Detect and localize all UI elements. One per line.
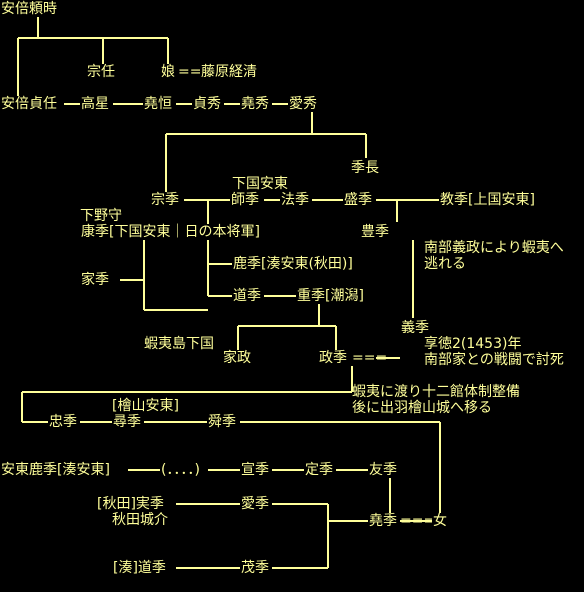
node-takahoshi: 高星 xyxy=(80,96,110,112)
node-shigesue2: 茂季 xyxy=(240,560,270,576)
annotation-hiyama: [檜山安東] xyxy=(112,398,179,414)
node-sadato: 安倍貞任 xyxy=(0,96,58,112)
node-iemasa: 家政 xyxy=(222,350,252,366)
annotation-akita-jo: 秋田城介 xyxy=(112,512,168,528)
node-norisue: 教季[上国安東] xyxy=(439,192,536,208)
node-musume: 娘 xyxy=(160,64,176,80)
node-shisue: 師季 xyxy=(230,192,260,208)
node-munesue: 宗季 xyxy=(150,192,180,208)
node-sadahide: 貞秀 xyxy=(192,96,222,112)
node-gyousue: 堯季 xyxy=(368,513,398,529)
node-shikasue: 鹿季[湊安東(秋田)] xyxy=(232,256,354,272)
node-aisue: 愛季 xyxy=(240,496,270,512)
node-shigesue: 重季[潮潟] xyxy=(296,288,365,304)
node-minato-michi: [湊]道季 xyxy=(112,560,167,576)
node-aishu: 愛秀 xyxy=(288,96,318,112)
node-michisue: 道季 xyxy=(232,288,262,304)
node-kousue: 豊季 xyxy=(360,224,390,240)
node-housue: 法季 xyxy=(280,192,310,208)
node-fujiwara: 藤原経清 xyxy=(200,64,258,80)
node-munetou: 宗任 xyxy=(86,64,116,80)
node-tomosue: 友季 xyxy=(368,462,398,478)
node-iesue: 家季 xyxy=(80,272,110,288)
node-sanesue: [秋田]実季 xyxy=(96,496,165,512)
node-tadasue: 忠季 xyxy=(48,414,78,430)
node-toyosue: 康季[下国安東｜日の本将軍] xyxy=(80,224,261,240)
node-gyoushu: 堯秀 xyxy=(240,96,270,112)
node-minato-shika: 安東鹿季[湊安東] xyxy=(0,462,111,478)
node-dots: (．．．．) xyxy=(160,462,201,478)
node-onna: 女 xyxy=(432,513,448,529)
node-gyoukan: 堯恒 xyxy=(143,96,173,112)
annotation-nanbu2: 逃れる xyxy=(424,256,466,272)
node-yorotoki: 安倍頼時 xyxy=(0,1,58,17)
annotation-nanbu1: 南部義政により蝦夷へ xyxy=(424,240,564,256)
annotation-kyotoku2: 南部家との戦闘で討死 xyxy=(424,352,564,368)
node-masasue-marriage-mark: === xyxy=(352,350,388,366)
node-suenaga: 季長 xyxy=(350,160,380,176)
annotation-kyotoku1: 享徳2(1453)年 xyxy=(424,336,522,352)
annotation-shimokuni: 下国安東 xyxy=(232,176,288,192)
annotation-ezo2: 後に出羽檜山城へ移る xyxy=(352,400,492,416)
node-jinsue: 尋季 xyxy=(112,414,142,430)
node-yoshisue: 義季 xyxy=(400,320,430,336)
annotation-ezo-shimo: 蝦夷島下国 xyxy=(144,336,214,352)
annotation-shimotsuke: 下野守 xyxy=(80,208,122,224)
node-morisue: 盛季 xyxy=(343,192,373,208)
node-sadasue: 定季 xyxy=(304,462,334,478)
node-shunsue: 舜季 xyxy=(207,414,237,430)
node-masasue: 政季 xyxy=(318,350,348,366)
annotation-ezo1: 蝦夷に渡り十二館体制整備 xyxy=(352,384,520,400)
node-nobusue: 宣季 xyxy=(240,462,270,478)
